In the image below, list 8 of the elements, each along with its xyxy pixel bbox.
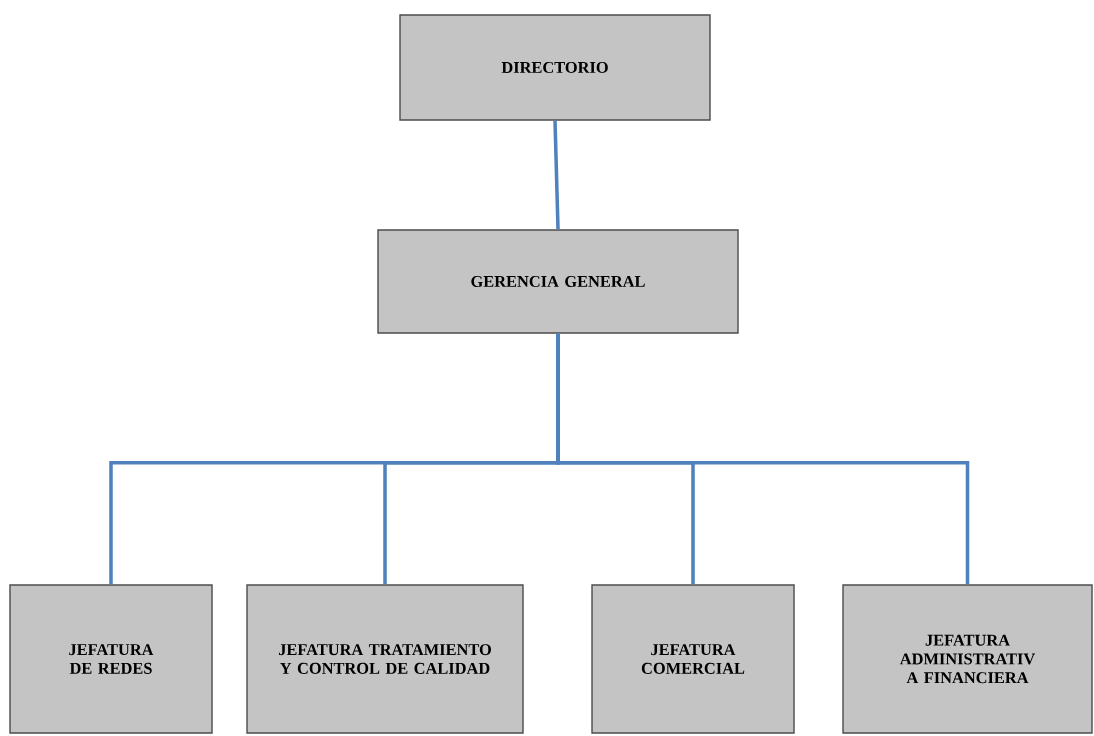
- org-box: GERENCIA GENERAL: [377, 229, 739, 334]
- org-box: DIRECTORIO: [399, 14, 711, 121]
- org-box: JEFATURA DE REDES: [9, 584, 213, 734]
- org-box: JEFATURA TRATAMIENTO Y CONTROL DE CALIDAD: [246, 584, 524, 734]
- connector-line: [556, 333, 970, 585]
- org-box: JEFATURA ADMINISTRATIV A FINANCIERA: [842, 584, 1093, 734]
- connector-line: [553, 120, 560, 230]
- org-box: JEFATURA COMERCIAL: [591, 584, 795, 734]
